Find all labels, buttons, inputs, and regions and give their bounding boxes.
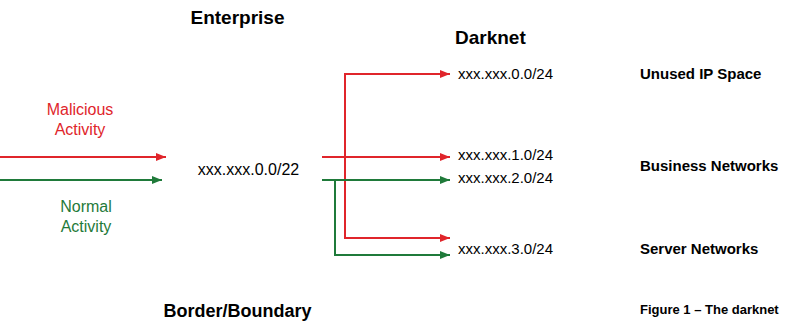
text-slot: Darknet <box>455 26 526 49</box>
network-name: Unused IP Space <box>640 64 761 84</box>
text-slot: xxx.xxx.0.0/22 <box>175 160 322 180</box>
activity-label: Malicious Activity <box>30 100 130 140</box>
ip-range: xxx.xxx.1.0/24 <box>458 143 640 166</box>
text-slot: Figure 1 – The darknet <box>640 302 779 318</box>
ip-range: xxx.xxx.2.0/24 <box>458 166 640 189</box>
firewall-wall: Enterprisexxx.xxx.0.0/22Border/Boundary <box>175 0 322 328</box>
network-name: Business Networks <box>640 156 778 176</box>
network-name: Server Networks <box>640 239 758 259</box>
traffic-connector <box>322 74 450 157</box>
network-entry: xxx.xxx.1.0/24xxx.xxx.2.0/24Business Net… <box>452 143 782 189</box>
activity-label: Normal Activity <box>36 197 136 237</box>
wall-heading: Border/Boundary <box>150 300 325 322</box>
traffic-connector <box>322 179 450 181</box>
network-entry: xxx.xxx.3.0/24Server Networks <box>452 229 762 268</box>
wall-heading: Enterprise <box>150 6 325 29</box>
ip-range: xxx.xxx.0.0/22 <box>175 160 322 180</box>
traffic-connector <box>322 180 450 255</box>
text-slot: Normal Activity <box>36 197 136 237</box>
figure-caption: Figure 1 – The darknet <box>640 302 779 318</box>
text-slot: Malicious Activity <box>30 100 130 140</box>
darknet-fill <box>393 0 793 110</box>
ip-range: xxx.xxx.0.0/24 <box>458 61 640 87</box>
text-slot: Border/Boundary <box>150 300 325 322</box>
address-column: xxx.xxx.3.0/24 <box>458 237 640 260</box>
malicious-arrow <box>0 156 166 158</box>
ip-range: xxx.xxx.3.0/24 <box>458 237 640 260</box>
network-entry: xxx.xxx.0.0/24Unused IP Space <box>452 61 765 87</box>
normal-arrow <box>0 179 162 181</box>
text-slot: Enterprise <box>150 6 325 29</box>
address-column: xxx.xxx.1.0/24xxx.xxx.2.0/24 <box>458 143 640 189</box>
address-column: xxx.xxx.0.0/24 <box>458 61 640 87</box>
region-heading: Darknet <box>455 26 526 49</box>
traffic-connector <box>322 157 450 238</box>
darknet-box: Darknet xxx.xxx.0.0/24Unused IP Space <box>393 0 793 110</box>
